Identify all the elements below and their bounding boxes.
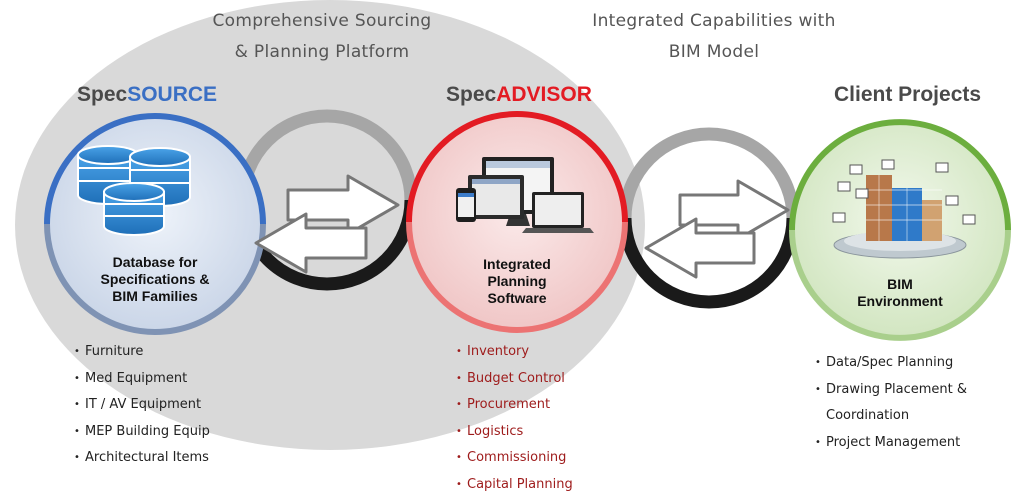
list-item: Project Management (815, 430, 967, 457)
list-item: IT / AV Equipment (74, 392, 210, 419)
specadvisor-caption-line3: Software (487, 290, 547, 306)
specsource-caption-line3: BIM Families (112, 288, 198, 304)
list-item: Med Equipment (74, 366, 210, 393)
platform-integrated-line2: BIM Model (668, 42, 760, 62)
list-item: MEP Building Equip (74, 419, 210, 446)
specsource-list: Furniture Med Equipment IT / AV Equipmen… (74, 339, 210, 472)
client-caption: BIM Environment (840, 276, 960, 310)
double-arrow-icon (644, 179, 790, 279)
list-item: Architectural Items (74, 445, 210, 472)
specadvisor-caption-line2: Planning (487, 273, 547, 289)
specsource-title-suffix: SOURCE (127, 83, 218, 106)
double-arrow-icon (254, 174, 400, 274)
bim-building-icon (832, 159, 976, 259)
list-item: Inventory (456, 339, 573, 366)
list-item: Capital Planning (456, 472, 573, 498)
list-item: Furniture (74, 339, 210, 366)
specadvisor-title-prefix: Spec (446, 83, 497, 106)
platform-integrated-line1: Integrated Capabilities with (592, 11, 836, 31)
platform-integrated-label: Integrated Capabilities with BIM Model (582, 6, 846, 68)
list-item: Data/Spec Planning (815, 350, 967, 377)
platform-sourcing-line1: Comprehensive Sourcing (212, 11, 432, 31)
specadvisor-caption: Integrated Planning Software (437, 256, 597, 307)
list-item-continuation: Coordination (826, 408, 910, 423)
list-item: Commissioning (456, 445, 573, 472)
specsource-caption: Database for Specifications & BIM Famili… (65, 254, 245, 305)
specadvisor-title: SpecADVISOR (446, 83, 592, 107)
specsource-caption-line1: Database for (112, 254, 198, 270)
specsource-title: SpecSOURCE (77, 83, 217, 107)
specadvisor-title-suffix: ADVISOR (496, 83, 592, 106)
devices-icon (456, 157, 594, 233)
platform-sourcing-label: Comprehensive Sourcing & Planning Platfo… (212, 6, 432, 68)
specadvisor-list: Inventory Budget Control Procurement Log… (456, 339, 573, 498)
platform-ellipse (15, 0, 645, 450)
client-caption-line2: Environment (857, 293, 943, 309)
specadvisor-caption-line1: Integrated (483, 256, 551, 272)
list-item: Logistics (456, 419, 573, 446)
connector-ring-right (618, 127, 800, 309)
platform-sourcing-line2: & Planning Platform (234, 42, 410, 62)
list-item: Budget Control (456, 366, 573, 393)
specsource-title-prefix: Spec (77, 83, 128, 106)
client-caption-line1: BIM (887, 276, 913, 292)
specsource-caption-line2: Specifications & (100, 271, 210, 287)
database-stack-icon (77, 145, 191, 236)
client-title: Client Projects (834, 83, 982, 106)
list-item: Procurement (456, 392, 573, 419)
list-item: Drawing Placement & (815, 377, 967, 404)
client-list: Data/Spec Planning Drawing Placement & C… (815, 350, 967, 456)
